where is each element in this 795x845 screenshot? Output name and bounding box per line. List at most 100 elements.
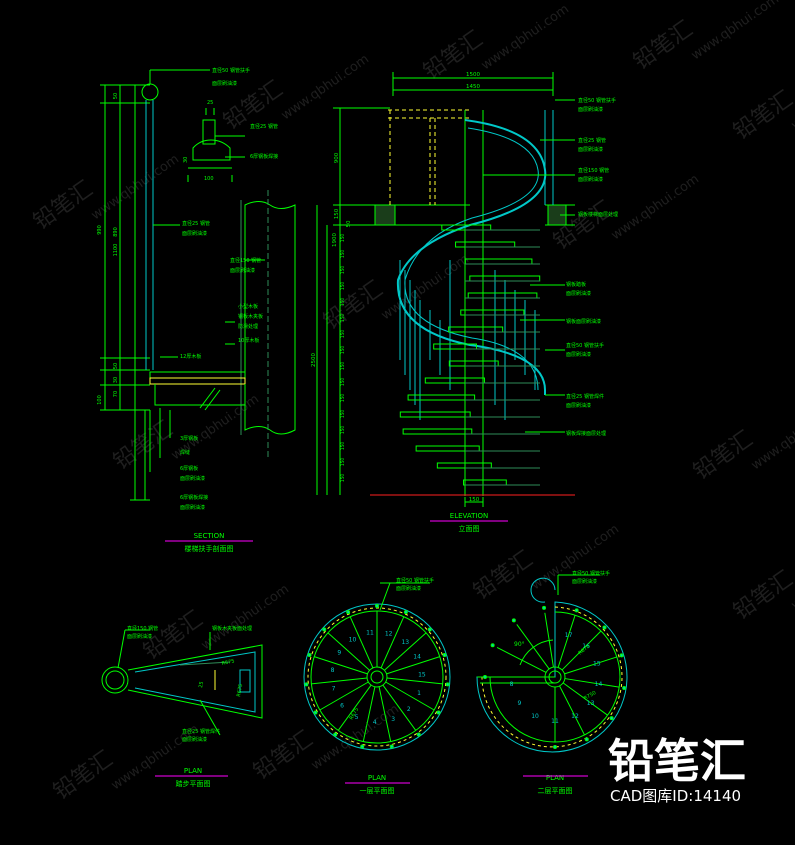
section-label: 6厚钢板焊接 (180, 494, 208, 501)
section-label: 直径150 钢管 (230, 257, 261, 264)
plan2-tread-line (562, 682, 608, 716)
elevation-riser-dimension: 150 (340, 378, 346, 387)
plan2-step-number: 12 (571, 713, 579, 720)
brand-block: 铅笔汇 CAD图库ID:14140 (608, 734, 746, 805)
plan1-baluster (445, 682, 450, 687)
plan1-title: PLAN (368, 774, 386, 782)
elevation-label: 面层刷油漆 (566, 351, 591, 358)
brand-id-text: CAD图库ID:14140 (610, 787, 741, 805)
elevation-label: 钢板面层刷油漆 (566, 318, 601, 325)
elevation-riser-dimension: 150 (340, 442, 346, 451)
elevation-riser-dimension: 150 (340, 314, 346, 323)
plan1-step-number: 13 (401, 639, 409, 646)
section-dimension: 890 (113, 227, 119, 237)
elevation-label: 面层刷油漆 (578, 176, 603, 183)
plan1-baluster (403, 610, 408, 615)
elevation-dimension: 50 (346, 220, 352, 227)
tread-plan-label: 直径25 钢管焊件 (182, 728, 220, 735)
plan1-baluster (416, 732, 421, 737)
plan1-tread-line (319, 681, 369, 711)
plan2-step-number: 13 (587, 700, 595, 707)
plan1-tread-line (349, 616, 374, 669)
tread-plan-label: 直径150 钢管 (127, 625, 158, 632)
plan2-step-number: 11 (551, 718, 559, 725)
plan1-dimension: R675 (349, 707, 361, 721)
elevation-tread (407, 394, 476, 401)
elevation-label: 面层刷油漆 (566, 290, 591, 297)
elevation-label: 直径25 钢管焊件 (566, 393, 604, 400)
tread-plan-title: PLAN (184, 767, 202, 775)
plan1-baluster (389, 744, 394, 749)
elevation-label: 直径50 钢管扶手 (566, 342, 604, 349)
plan1-baluster (313, 710, 318, 715)
plan1-step-number: 2 (407, 706, 411, 713)
section-label: 面层刷油漆 (230, 267, 255, 274)
section-label: 防滑处理 (238, 323, 258, 330)
plan2-tread-line (544, 612, 554, 668)
plan2-step-number: 8 (510, 681, 514, 688)
elevation-riser-dimension: 150 (340, 250, 346, 259)
elevation-dimension: 900 (334, 152, 340, 163)
plan1-step-number: 12 (385, 631, 393, 638)
elevation-drawing: 1500145015090015050190025001501501501501… (311, 72, 618, 533)
section-label: 12厚木板 (180, 353, 201, 360)
plan1-tread-line (327, 632, 370, 671)
plan1-tread-line (380, 616, 405, 669)
tread-plan-label: 面层刷油漆 (127, 633, 152, 640)
plan2-step-number: 17 (565, 632, 573, 639)
plan1-step-number: 9 (337, 649, 341, 656)
elevation-dimension: 150 (469, 497, 480, 503)
section-label: 直径50 钢管扶手 (212, 67, 250, 74)
plan2-step-number: 16 (582, 643, 590, 650)
plan2-baluster (483, 675, 487, 679)
section-label: 直径25 钢管 (250, 123, 278, 130)
plan1-label: 面层刷油漆 (396, 585, 421, 592)
elevation-dimension: 150 (334, 208, 340, 219)
section-dimension: 25 (207, 100, 213, 106)
plan2-subtitle: 二层平面图 (538, 787, 573, 795)
plan1-tread-line (385, 681, 435, 711)
elevation-title: ELEVATION (450, 512, 488, 520)
elevation-riser-dimension: 150 (340, 282, 346, 291)
elevation-riser-dimension: 150 (340, 362, 346, 371)
plan1-baluster (333, 732, 338, 737)
plan1-step-number: 14 (413, 654, 421, 661)
section-label: 3厚钢板 (180, 435, 198, 442)
tread-plan-dimension: R675 (236, 683, 244, 697)
elevation-label: 直径150 钢管 (578, 167, 609, 174)
section-label: 焊缝 (180, 449, 190, 456)
section-dimension: 50 (113, 363, 119, 369)
section-label: 10厚木板 (238, 337, 259, 344)
elevation-riser-dimension: 150 (340, 330, 346, 339)
plan2-step-number: 9 (517, 700, 521, 707)
elevation-riser-dimension: 150 (340, 298, 346, 307)
plan2-baluster (622, 685, 627, 690)
plan1-baluster (427, 627, 432, 632)
plan1-step-number: 10 (349, 636, 357, 643)
elevation-tread (415, 445, 480, 452)
tread-plan-subtitle: 踏步平面图 (176, 779, 211, 788)
elevation-dimension: 2500 (311, 353, 317, 367)
section-label: 面层刷油漆 (212, 80, 237, 87)
elevation-tread (402, 428, 473, 435)
section-label: 面层刷油漆 (180, 504, 205, 511)
elevation-subtitle: 立面图 (459, 524, 480, 533)
elevation-label: 面层刷油漆 (578, 106, 603, 113)
plan1-tread-line (378, 686, 392, 742)
tread-plan-dimension: 25 (198, 681, 205, 688)
section-dimension: 100 (97, 395, 103, 405)
elevation-dimension: 1450 (466, 84, 480, 90)
plan1-baluster (307, 653, 312, 658)
section-dimension: 70 (113, 391, 119, 397)
elevation-riser-dimension: 150 (340, 410, 346, 419)
elevation-label: 钢板踏板 (566, 281, 586, 288)
plan1-step-number: 15 (418, 672, 426, 679)
plan1-step-number: 5 (355, 714, 359, 721)
plan2-tread-line (557, 615, 576, 668)
plan1-baluster (304, 682, 309, 687)
plan2-dimension: 90° (514, 641, 525, 648)
elevation-label: 钢板楼梯面层处理 (578, 211, 618, 218)
plan2-step-number: 15 (593, 660, 601, 667)
